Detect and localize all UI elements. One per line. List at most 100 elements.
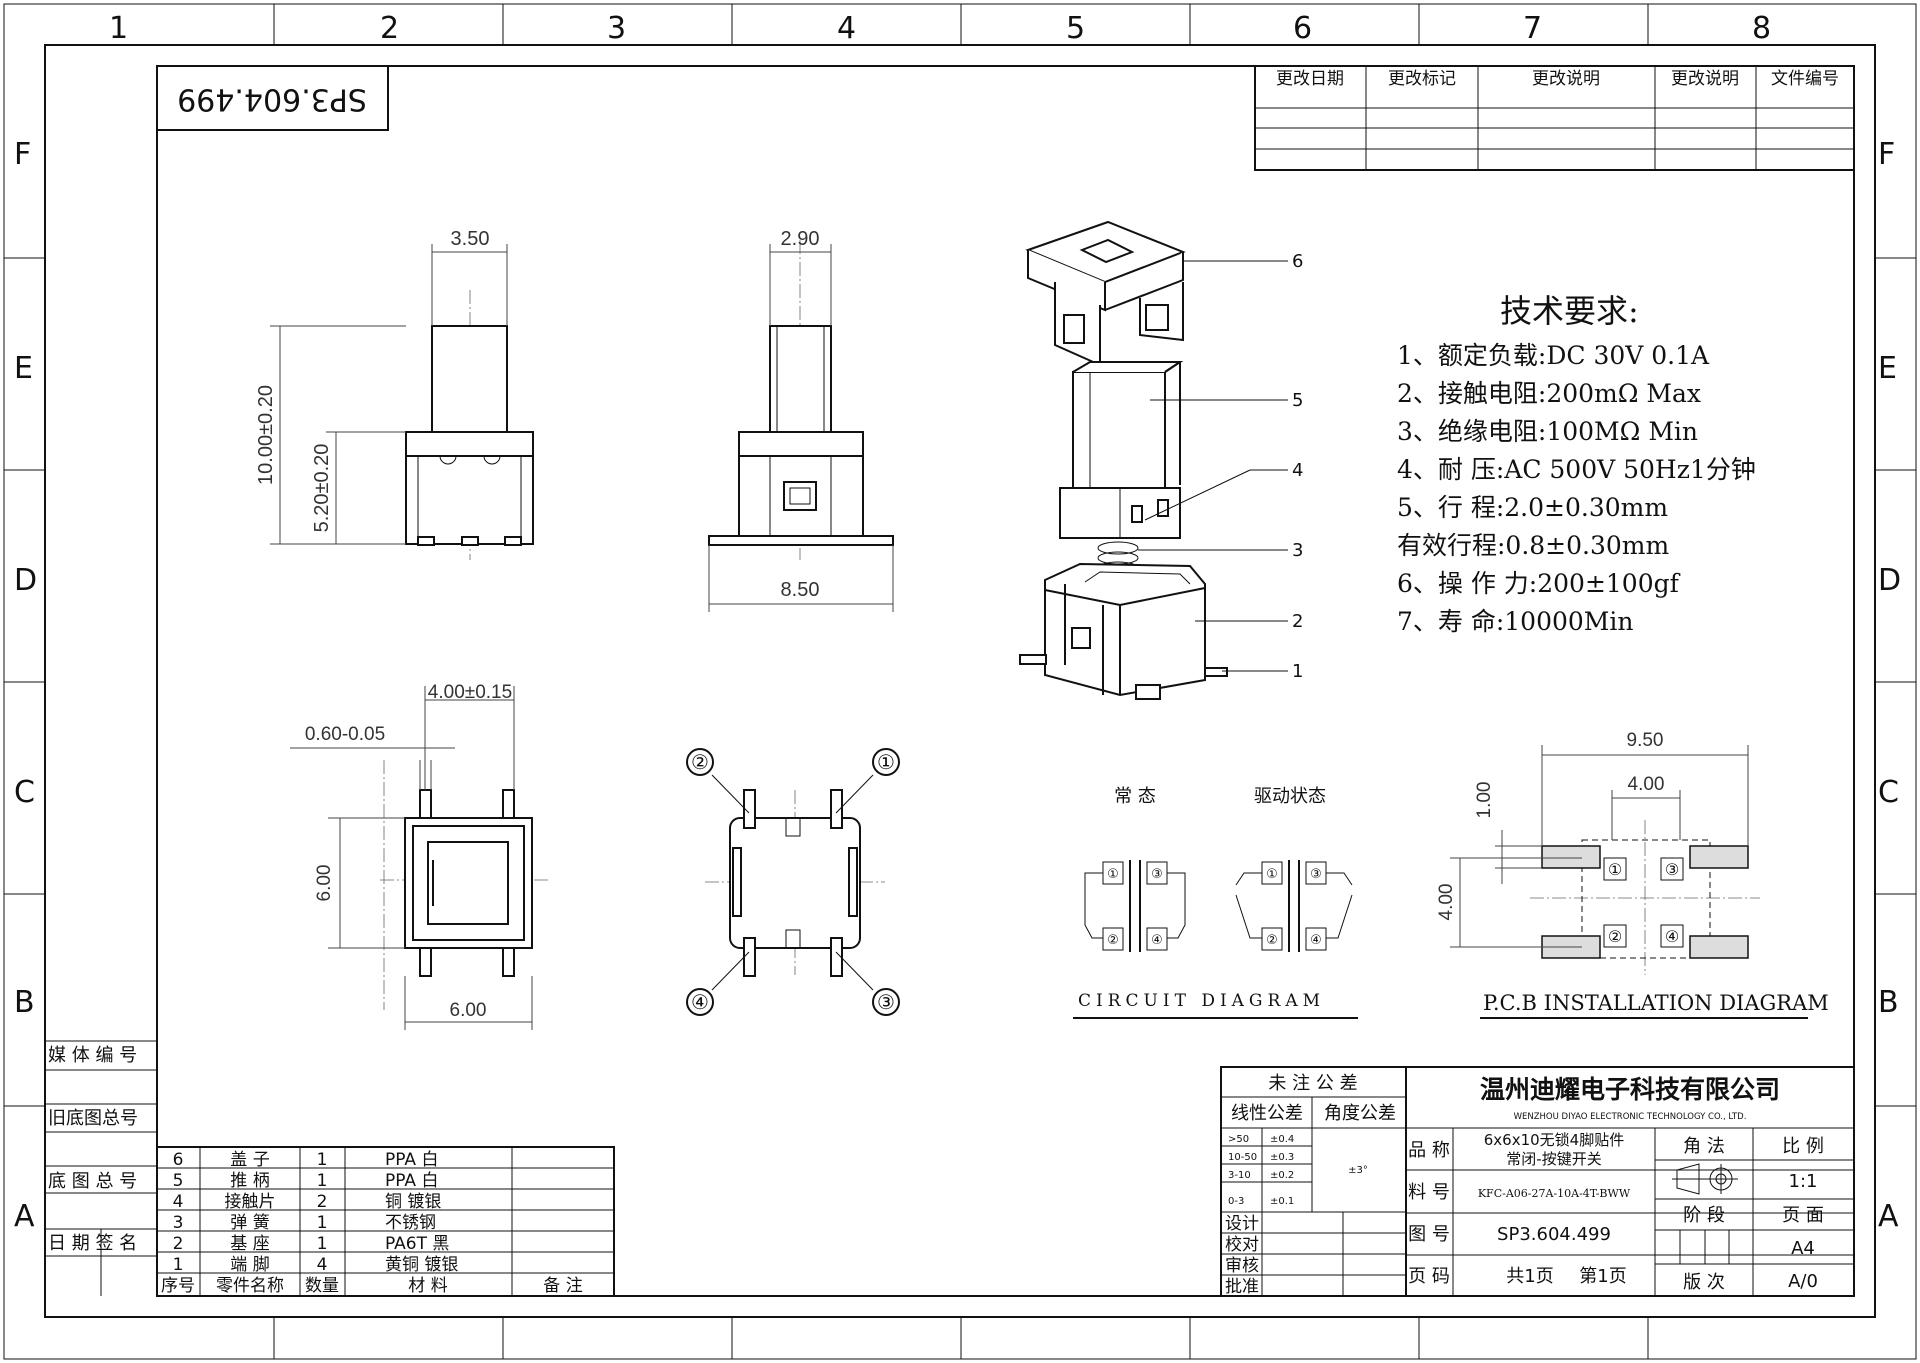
pin-label: ①	[1107, 867, 1119, 882]
tolerance-range: 10-50	[1228, 1152, 1257, 1163]
grid-row-label: E	[14, 351, 33, 386]
bom-cell-material: PA6T 黑	[385, 1234, 449, 1254]
scale-label: 比 例	[1782, 1136, 1824, 1157]
dimension-label: 0.60-0.05	[305, 724, 385, 745]
grid-row-label: A	[14, 1199, 35, 1234]
tolerance-range: 0-3	[1228, 1196, 1244, 1207]
grid-row-label: C	[1878, 775, 1899, 810]
product-name-line2: 常闭-按键开关	[1506, 1150, 1601, 1168]
dimension-label: 5.20±0.20	[311, 444, 333, 533]
stamp-label: 日 期 签 名	[48, 1233, 137, 1254]
pin-label: ④	[1310, 933, 1322, 948]
grid-col-label: 3	[607, 11, 626, 46]
stamp-label: 旧底图总号	[48, 1108, 138, 1129]
grid-col-label: 6	[1293, 11, 1312, 46]
grid-row-label: E	[1878, 351, 1897, 386]
bom-cell-qty: 1	[317, 1150, 328, 1170]
bom-cell-qty: 4	[317, 1255, 328, 1275]
tolerance-title: 未 注 公 差	[1268, 1073, 1357, 1094]
grid-col-label: 7	[1523, 11, 1542, 46]
dimension-label: 4.00	[1436, 884, 1457, 921]
tech-item: 6、操 作 力:200±100gf	[1397, 569, 1681, 598]
product-label: 品 称	[1408, 1140, 1450, 1161]
stage-label: 阶 段	[1683, 1205, 1725, 1226]
grid-col-label: 2	[380, 11, 399, 46]
bom-cell-material: 黄铜 镀银	[385, 1255, 458, 1275]
bom-cell-qty: 2	[317, 1192, 328, 1212]
bom-cell-no: 2	[173, 1234, 184, 1254]
tolerance-value: ±0.1	[1270, 1196, 1294, 1207]
grid-row-label: F	[1878, 137, 1895, 172]
top-view: 4.00±0.15 0.60-0.05 6.00 6.00	[290, 682, 548, 1030]
grid-col-label: 1	[109, 11, 128, 46]
pin-label: ④	[691, 990, 709, 1014]
dimension-label: 3.50	[451, 228, 490, 250]
tech-item: 7、寿 命:10000Min	[1397, 607, 1634, 636]
bom-cell-no: 5	[173, 1171, 184, 1191]
company-name-en: WENZHOU DIYAO ELECTRONIC TECHNOLOGY CO.,…	[1514, 1112, 1747, 1122]
tolerance-range: >50	[1228, 1134, 1249, 1145]
circuit-diagram: 常 态 驱动状态 ① ③ ② ④ ① ③ ② ④	[1073, 786, 1358, 1019]
tolerance-range: 3-10	[1228, 1170, 1251, 1181]
linear-tolerance-label: 线性公差	[1231, 1103, 1303, 1124]
bom-cell-name: 接触片	[225, 1192, 276, 1212]
drawing-frame: 1 2 3 4 5 6 7 8 F E D C B A F E D C B A	[3, 3, 1917, 1360]
pin-label: ③	[1310, 867, 1322, 882]
stamp-label: 底 图 总 号	[48, 1171, 137, 1192]
grid-col-label: 8	[1752, 11, 1771, 46]
bom-table: 6 盖 子 1 PPA 白 5 推 柄 1 PPA 白 4 接触片 2 铜 镀银…	[156, 1146, 615, 1297]
pin-label: ③	[1151, 867, 1163, 882]
product-name-line1: 6x6x10无锁4脚贴件	[1484, 1131, 1624, 1149]
tech-item: 5、行 程:2.0±0.30mm	[1397, 493, 1668, 522]
pcb-installation-diagram: ① ③ ② ④ 9.50 4.00 1.00 4.00 P.C.B INSTAL…	[1436, 730, 1829, 1019]
pin-label: ④	[1151, 933, 1163, 948]
side-view: 2.90 8.50	[708, 228, 894, 612]
pin-label: ①	[1608, 860, 1622, 879]
pin-label: ③	[877, 990, 895, 1014]
tech-title: 技术要求:	[1500, 292, 1639, 330]
company-name-cn: 温州迪耀电子科技有限公司	[1480, 1075, 1780, 1104]
angle-tolerance-label: 角度公差	[1324, 1103, 1396, 1124]
bom-header: 序号	[161, 1276, 195, 1296]
pin-label: ②	[1266, 933, 1278, 948]
grid-row-label: A	[1878, 1199, 1899, 1234]
tolerance-value: ±0.4	[1270, 1134, 1294, 1145]
drawing-number: SP3.604.499	[1497, 1224, 1611, 1245]
bom-cell-name: 盖 子	[230, 1150, 269, 1170]
bottom-view: ② ① ④ ③	[686, 748, 900, 1016]
page-current: 第1页	[1579, 1266, 1626, 1287]
circuit-normal-label: 常 态	[1114, 786, 1156, 807]
grid-row-label: C	[14, 775, 35, 810]
pin-label: ②	[1608, 927, 1622, 946]
revision-header: 更改说明	[1671, 69, 1739, 89]
bom-header: 备 注	[543, 1276, 582, 1296]
revision-table: 更改日期 更改标记 更改说明 更改说明 文件编号	[1254, 65, 1855, 171]
bom-cell-qty: 1	[317, 1213, 328, 1233]
bom-cell-name: 弹 簧	[230, 1213, 269, 1233]
bom-cell-no: 4	[173, 1192, 184, 1212]
title-block: 未 注 公 差 线性公差 角度公差 >50 ±0.4 10-50 ±0.3 3-…	[1220, 1066, 1855, 1297]
projection-label: 角 法	[1683, 1136, 1725, 1157]
pin-label: ①	[877, 750, 895, 774]
revision-label: 版 次	[1683, 1272, 1725, 1293]
bom-cell-no: 1	[173, 1255, 184, 1275]
part-callout: 4	[1292, 460, 1303, 481]
part-callout: 6	[1292, 251, 1303, 272]
pin-label: ③	[1665, 860, 1679, 879]
grid-row-label: D	[14, 563, 37, 598]
bom-header: 数量	[305, 1276, 339, 1296]
sheet-size: A4	[1791, 1238, 1815, 1259]
part-no-label: 料 号	[1408, 1182, 1450, 1203]
drawing-number-stamp: SP3.604.499	[156, 65, 389, 131]
part-callout: 5	[1292, 390, 1303, 411]
pin-label: ④	[1665, 927, 1679, 946]
stamp-label: 媒 体 编 号	[48, 1045, 137, 1066]
svg-text:SP3.604.499: SP3.604.499	[177, 82, 367, 117]
circuit-title: CIRCUIT DIAGRAM	[1078, 991, 1325, 1011]
dimension-label: 1.00	[1474, 782, 1495, 819]
tolerance-value: ±0.2	[1270, 1170, 1294, 1181]
tolerance-value: ±0.3	[1270, 1152, 1294, 1163]
sign-row-label: 校对	[1225, 1235, 1259, 1255]
bom-cell-material: 铜 镀银	[385, 1192, 441, 1212]
